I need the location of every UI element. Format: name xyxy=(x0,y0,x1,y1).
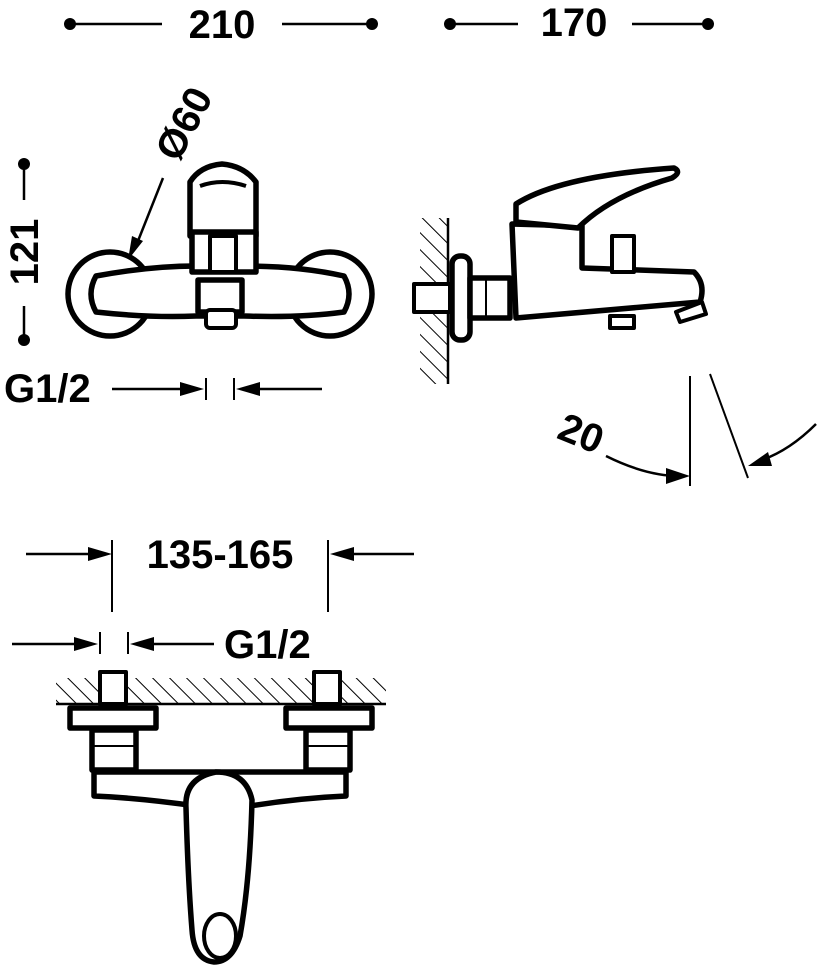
dimension-inlet-thread-front: G1/2 xyxy=(4,367,322,411)
label-210: 210 xyxy=(189,3,256,47)
dimension-inlet-thread-top: G1/2 xyxy=(12,623,311,667)
dimension-center-distance: 135-165 xyxy=(26,533,414,612)
label-20: 20 xyxy=(552,405,610,462)
front-view xyxy=(65,161,375,339)
label-diameter: Ø60 xyxy=(147,80,221,167)
label-g12-front: G1/2 xyxy=(4,367,91,411)
dimension-height-total: 121 xyxy=(3,158,47,346)
label-g12-top: G1/2 xyxy=(224,623,311,667)
label-135-165: 135-165 xyxy=(147,533,294,577)
dimension-depth-total: 170 xyxy=(444,1,714,45)
dimension-spout-angle: 20 xyxy=(552,373,817,486)
label-121: 121 xyxy=(3,219,47,286)
side-view xyxy=(412,165,708,384)
top-view xyxy=(56,670,386,965)
dimension-width-total: 210 xyxy=(64,3,378,47)
label-170: 170 xyxy=(541,1,608,45)
